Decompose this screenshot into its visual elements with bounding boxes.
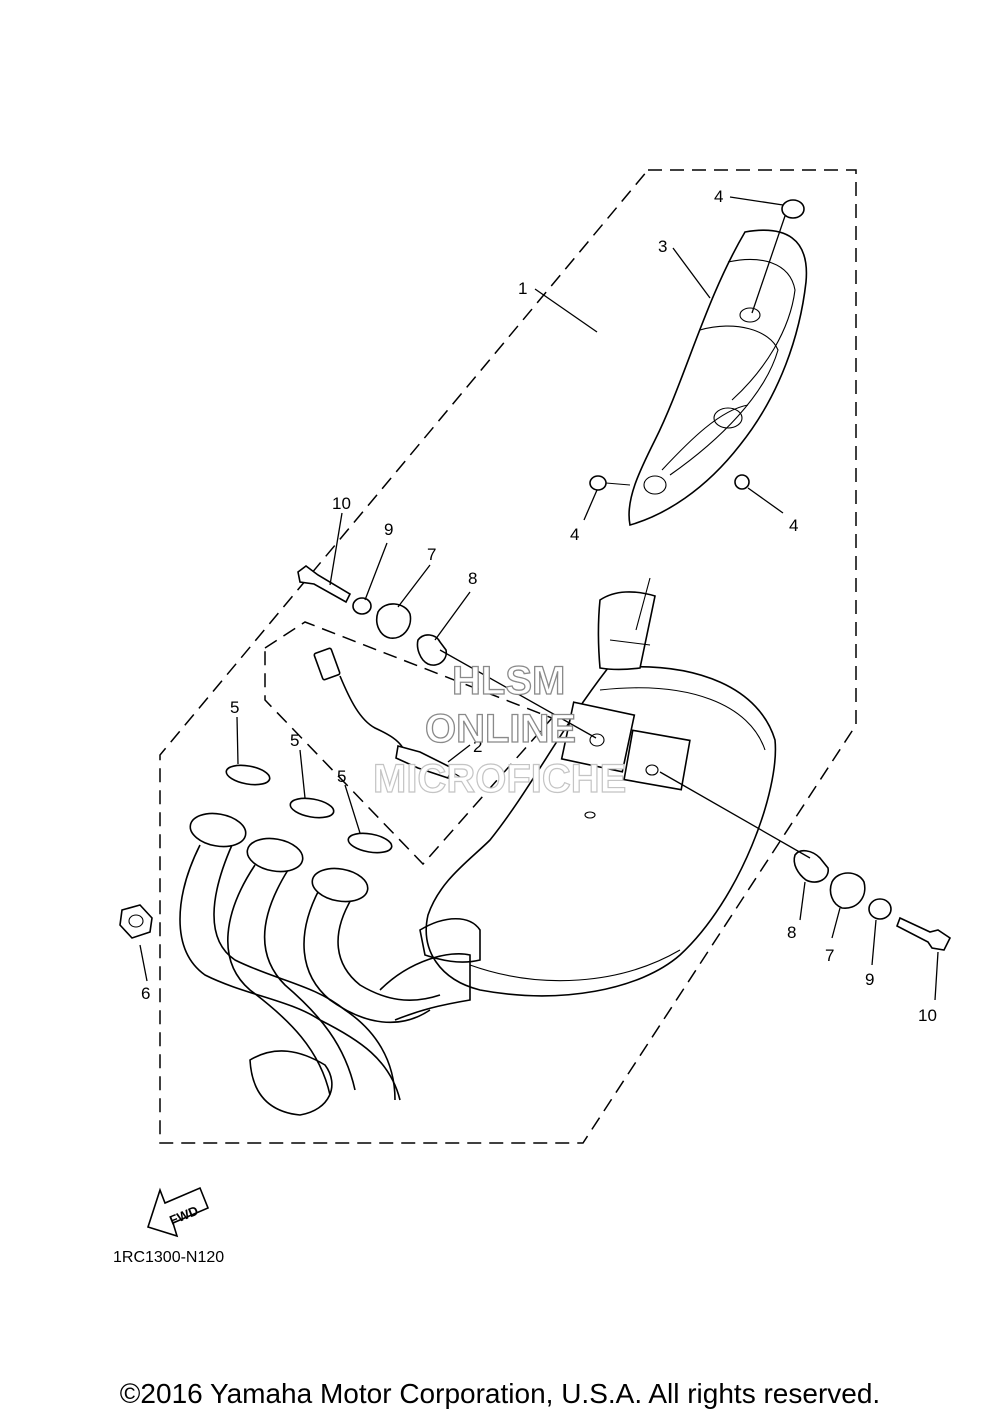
callout-8-left: 8: [468, 569, 477, 588]
callout-numbers: 1 2 3 4 4 4 5 5 5 6 7 7 8 8 9 9 10 10: [141, 187, 937, 1025]
callout-5-b: 5: [290, 731, 299, 750]
right-mounting-hardware: [793, 849, 952, 951]
callout-7-right: 7: [825, 946, 834, 965]
muffler-body: [425, 577, 777, 997]
exhaust-header-pipes: [179, 812, 481, 1116]
flange-nut: [119, 904, 153, 939]
fwd-label: FWD: [167, 1203, 200, 1228]
callout-4-top: 4: [714, 187, 723, 206]
callout-5-a: 5: [230, 698, 239, 717]
callout-2: 2: [473, 737, 482, 756]
oxygen-sensor: [313, 647, 463, 779]
left-mounting-hardware: [297, 565, 448, 666]
exhaust-gaskets: [225, 764, 393, 854]
diagram-ref-code: 1RC1300-N120: [113, 1249, 224, 1266]
watermark: HLSM ONLINE MICROFICHE: [372, 658, 627, 801]
fwd-arrow: FWD: [146, 1186, 210, 1238]
cover-screws: [589, 199, 805, 491]
callout-6: 6: [141, 984, 150, 1003]
watermark-line-1: HLSM: [452, 659, 565, 703]
callout-7-left: 7: [427, 545, 436, 564]
callout-5-c: 5: [337, 767, 346, 786]
watermark-line-3: MICROFICHE: [373, 757, 626, 801]
callout-8-right: 8: [787, 923, 796, 942]
callout-1: 1: [518, 279, 527, 298]
muffler-cover: [628, 229, 808, 527]
copyright-notice: ©2016 Yamaha Motor Corporation, U.S.A. A…: [119, 1378, 881, 1409]
leader-lines: [139, 196, 939, 1001]
watermark-line-2: ONLINE: [425, 707, 576, 751]
callout-3: 3: [658, 237, 667, 256]
callout-10-right: 10: [918, 1006, 937, 1025]
callout-4-left: 4: [570, 525, 579, 544]
callout-9-right: 9: [865, 970, 874, 989]
callout-10-left: 10: [332, 494, 351, 513]
callout-9-left: 9: [384, 520, 393, 539]
muffler-assembly-boundary: [159, 169, 857, 1144]
callout-4-right: 4: [789, 516, 798, 535]
